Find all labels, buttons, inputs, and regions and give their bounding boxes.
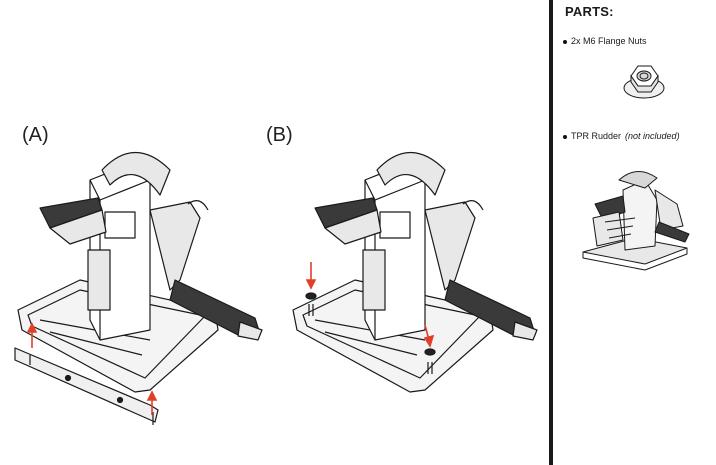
- assembly-illustration-b: [292, 151, 538, 393]
- bullet-icon: [563, 39, 567, 44]
- parts-panel: PARTS: 2x M6 Flange Nuts TPR Rudder(not …: [553, 0, 716, 465]
- parts-title: PARTS:: [565, 4, 614, 19]
- step-b-label: (B): [266, 124, 293, 146]
- section-divider: [549, 0, 553, 465]
- assembly-illustration-a: [14, 151, 263, 425]
- part-item-tpr-rudder: TPR Rudder(not included): [563, 131, 680, 141]
- part-note: (not included): [625, 131, 680, 141]
- part-item-flange-nuts: 2x M6 Flange Nuts: [563, 36, 647, 46]
- rudder-icon: [582, 171, 690, 271]
- part-label: TPR Rudder: [571, 131, 622, 141]
- flange-nut-icon: [623, 65, 665, 99]
- part-label: 2x M6 Flange Nuts: [571, 36, 647, 46]
- bullet-icon: [563, 134, 567, 139]
- step-a-label: (A): [22, 124, 49, 146]
